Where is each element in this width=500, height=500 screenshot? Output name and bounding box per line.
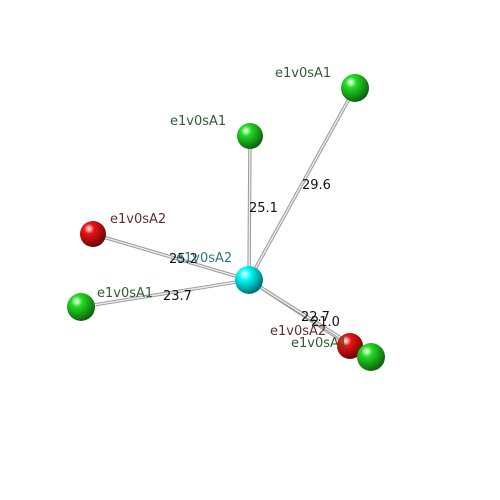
bond-highlight [92, 233, 250, 281]
distance-label: 29.6 [302, 178, 331, 193]
center-atom-label: e1v0sA2 [176, 251, 232, 266]
distance-label-layer: 29.6 25.1 25.2 23.7 22.721.0 [163, 178, 340, 330]
atom-sphere[interactable] [337, 333, 363, 359]
distance-label: 25.1 [249, 201, 278, 216]
distance-label: 21.0 [311, 315, 340, 330]
bond-highlight [80, 279, 250, 308]
atom-label: e1v0sA2 [110, 212, 166, 227]
atom-sphere[interactable] [341, 74, 369, 102]
atom-sphere[interactable] [80, 221, 106, 247]
center-atom-sphere[interactable] [235, 266, 263, 294]
atom-sphere[interactable] [67, 293, 95, 321]
atom-label: e1v0sA1 [170, 114, 226, 129]
atom-label: e1v0sA1 [97, 286, 153, 301]
distance-label: 22.7 [301, 310, 330, 325]
atom-label-layer: e1v0sA1e1v0sA1e1v0sA2e1v0sA1e1v0sA2e1v0s… [97, 66, 347, 351]
bond-highlight [248, 87, 356, 281]
atom-sphere[interactable] [357, 343, 385, 371]
atom-label: e1v0sA1 [275, 66, 331, 81]
bond-highlight [248, 135, 251, 281]
bond-layer [79, 86, 373, 359]
atom-label: e1v0sA2 [270, 324, 326, 339]
atom-sphere[interactable] [237, 123, 263, 149]
distance-label: 23.7 [163, 289, 192, 304]
distance-label: 25.2 [169, 252, 198, 267]
atom-layer [67, 74, 385, 371]
atom-label: e1v0sA1 [291, 336, 347, 351]
